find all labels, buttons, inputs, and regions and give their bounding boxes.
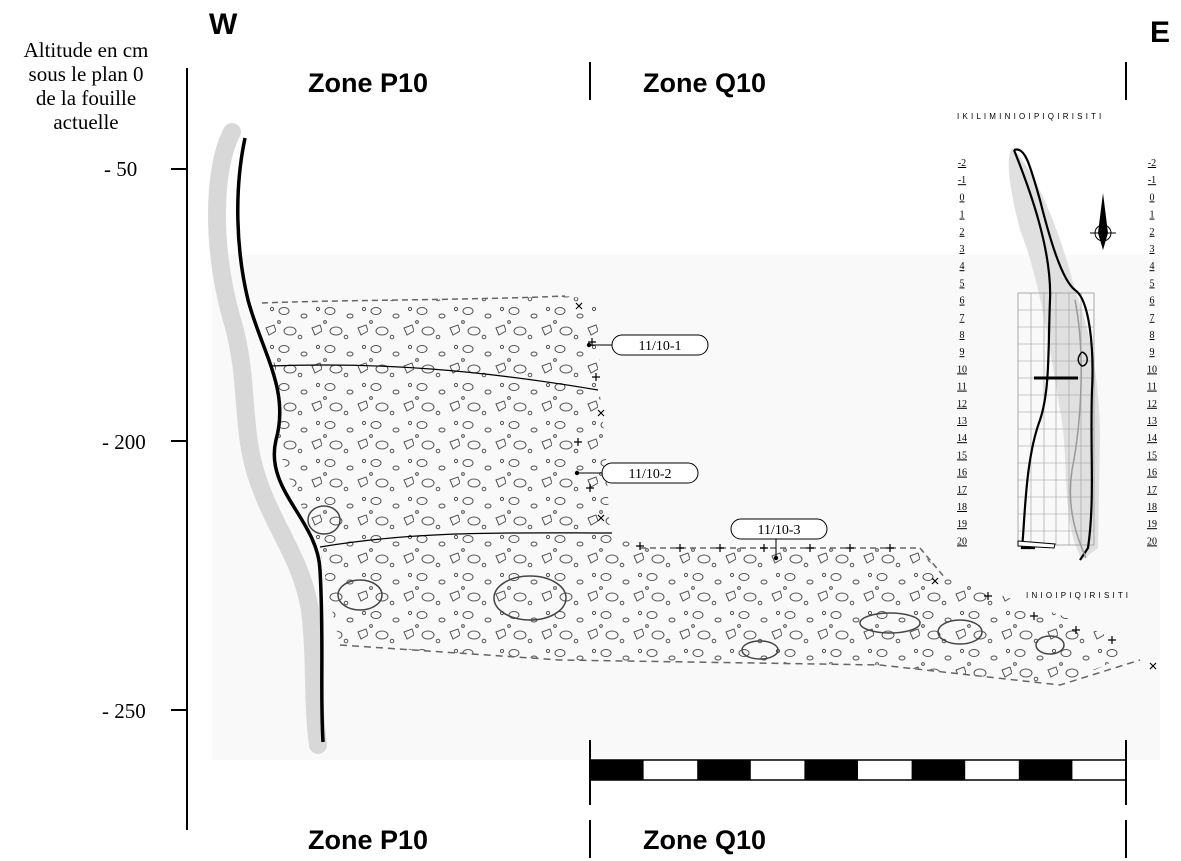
scale-bar (589, 740, 1127, 805)
inset-column-labels-bottom: I N I O I P I Q I R I S I T I (1026, 591, 1129, 600)
inset-row-label: 1 (960, 210, 965, 221)
zone-label-bottom-left: Zone P10 (308, 825, 429, 855)
inset-row-label: 5 (1150, 278, 1155, 289)
inset-row-label: 14 (1147, 433, 1157, 444)
sample-label: 11/10-1 (638, 339, 681, 354)
inset-row-label: 15 (957, 450, 967, 461)
altitude-label-line: sous le plan 0 (28, 62, 144, 86)
sample-label: 11/10-2 (628, 467, 671, 482)
inset-row-label: 5 (960, 278, 965, 289)
altitude-tick: - 250 (102, 699, 146, 723)
zone-label-top-left: Zone P10 (308, 68, 429, 98)
inset-row-label: 7 (1150, 313, 1155, 324)
inset-row-label: 0 (1150, 192, 1155, 203)
inset-row-label: 20 (1147, 536, 1157, 547)
inset-row-label: 13 (957, 416, 967, 427)
zone-label-bottom-right: Zone Q10 (643, 825, 767, 855)
inset-row-label: 12 (957, 399, 967, 410)
inset-row-label: 3 (960, 244, 965, 255)
stone (741, 640, 779, 660)
stone (493, 575, 567, 621)
inset-row-label: -1 (958, 175, 966, 186)
west-label: W (209, 8, 238, 41)
stone (1035, 635, 1065, 655)
altitude-label-line: actuelle (53, 110, 119, 134)
layer-line (269, 364, 599, 391)
cave-wall-east (1013, 148, 1094, 561)
top-boundary (261, 295, 566, 304)
zone-label-top-right: Zone Q10 (643, 68, 767, 98)
inset-row-label: 6 (960, 296, 965, 307)
stone (937, 619, 983, 645)
inset-row-label: 18 (957, 502, 967, 513)
inset-row-label: 10 (957, 364, 967, 375)
inset-row-label: 15 (1147, 450, 1157, 461)
north-arrow-icon (1090, 193, 1116, 250)
cave-shadow (1008, 148, 1100, 560)
inset-row-label: 16 (1147, 468, 1157, 479)
cave-wall-west (1012, 149, 1052, 550)
altitude-tick: - 50 (104, 157, 138, 181)
inset-row-label: -2 (1148, 158, 1156, 169)
inset-row-label: 16 (957, 468, 967, 479)
entrance-slab (1017, 540, 1056, 549)
inset-row-label: 13 (1147, 416, 1157, 427)
inset-row-label: 17 (1147, 485, 1157, 496)
inset-row-label: 4 (1150, 261, 1155, 272)
inset-row-label: 1 (1150, 210, 1155, 221)
altitude-tick: - 200 (102, 430, 146, 454)
inset-row-label: 6 (1150, 296, 1155, 307)
inset-row-label: 0 (960, 192, 965, 203)
section-marker (1077, 351, 1088, 367)
sample-tag (730, 518, 828, 540)
step-boundary (640, 547, 946, 579)
sample-label: 11/10-3 (757, 523, 800, 538)
boundary-crosses (574, 302, 1157, 670)
stone (859, 612, 921, 634)
site-plan-inset (1008, 148, 1116, 561)
inset-row-label: 19 (957, 519, 967, 530)
layer-line (319, 532, 613, 548)
stone (307, 505, 341, 535)
stone (337, 579, 383, 611)
lower-deposit (320, 533, 1140, 685)
inset-row-label: 9 (1150, 347, 1155, 358)
upper-deposit (262, 296, 610, 547)
sample-tag (601, 462, 699, 484)
inset-row-label: 9 (960, 347, 965, 358)
bottom-boundary (339, 644, 1141, 686)
wall-shadow (208, 123, 327, 754)
inset-row-label: 4 (960, 261, 965, 272)
inset-row-label: -1 (1148, 175, 1156, 186)
inset-row-label: 12 (1147, 399, 1157, 410)
east-label: E (1150, 16, 1171, 49)
inset-row-label: 11 (1147, 382, 1157, 393)
inset-row-label: 7 (960, 313, 965, 324)
inset-row-label: 3 (1150, 244, 1155, 255)
inset-row-label: 20 (957, 536, 967, 547)
altitude-label: Altitude en cm sous le plan 0 de la foui… (0, 38, 172, 134)
inset-row-label: -2 (958, 158, 966, 169)
inset-row-label: 17 (957, 485, 967, 496)
drip-line (1069, 299, 1087, 559)
inset-row-label: 19 (1147, 519, 1157, 530)
inset-row-label: 8 (960, 330, 965, 341)
altitude-label-line: de la fouille (35, 86, 137, 110)
inset-row-label: 18 (1147, 502, 1157, 513)
sample-tag (611, 334, 709, 356)
inset-row-label: 11 (957, 382, 967, 393)
altitude-label-line: Altitude en cm (23, 38, 149, 62)
wall-line (236, 137, 325, 743)
inset-row-label: 8 (1150, 330, 1155, 341)
inset-column-labels-top: I K I L I M I N I O I P I Q I R I S I T … (957, 112, 1102, 121)
inset-row-label: 14 (957, 433, 967, 444)
inset-row-label: 2 (960, 227, 965, 238)
inset-row-label: 2 (1150, 227, 1155, 238)
inset-row-label: 10 (1147, 364, 1157, 375)
